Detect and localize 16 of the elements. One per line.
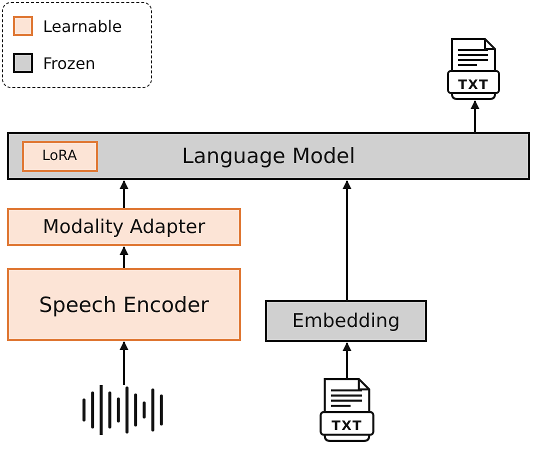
frozen-module-box: Embedding: [265, 300, 427, 342]
file-label: TXT: [330, 419, 364, 434]
arrow: [342, 342, 352, 378]
arrow: [342, 180, 352, 300]
file-label: TXT: [457, 78, 490, 93]
legend-label: Learnable: [43, 16, 122, 36]
frozen-module-box: [7, 132, 530, 180]
trainable-module-box: Modality Adapter: [7, 208, 241, 246]
arrow: [120, 246, 128, 268]
arrow: [120, 341, 128, 385]
arrow: [470, 100, 480, 132]
arrow: [120, 180, 128, 208]
legend-label: Frozen: [43, 54, 96, 72]
box-title: Language Model: [182, 144, 356, 168]
trainable-module-box: LoRA: [22, 140, 98, 172]
trainable-module-box: Speech Encoder: [7, 268, 241, 341]
